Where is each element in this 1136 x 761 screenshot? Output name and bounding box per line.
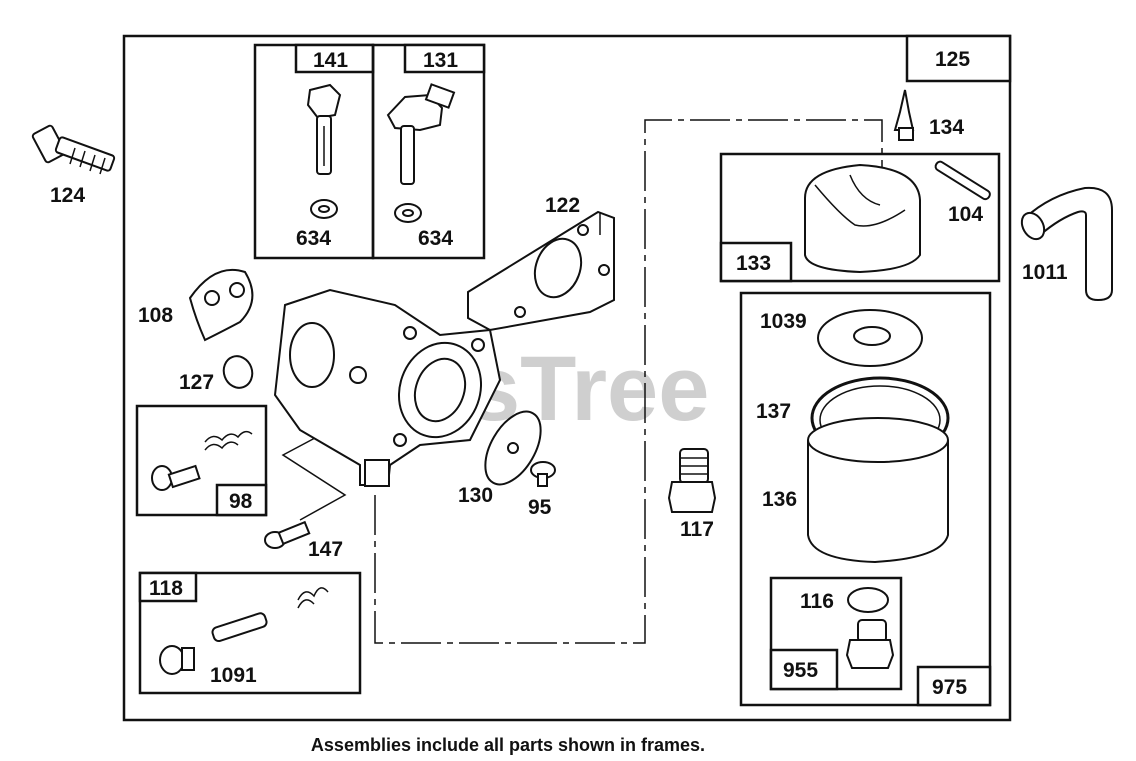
frame-98 [135,404,268,517]
frame-tag-118-box [138,571,198,603]
main-frame [122,34,1012,722]
part-label-117: 117 [680,518,714,541]
frame-tag-133-box [719,241,793,283]
gasket-122-drawing [467,210,615,332]
gasket-1039-drawing [817,309,923,367]
bolt-124-drawing [31,124,116,175]
carburetor-body-drawing [273,288,502,487]
disc-130-drawing [484,410,542,486]
frame-tag-975: 975 [932,676,967,699]
part-label-104: 104 [948,203,983,226]
frame-tag-131: 131 [423,49,458,72]
part-label-134: 134 [929,116,964,139]
frame-tag-125: 125 [935,48,970,71]
screw-98-drawing [151,430,253,491]
plug-127-drawing [222,355,254,389]
part-label-147: 147 [308,538,343,561]
frame-tag-98-box [215,483,268,517]
part-label-634-left: 634 [296,227,331,250]
part-label-1011: 1011 [1022,261,1068,284]
bowl-136-drawing [807,417,949,564]
frame-tag-955: 955 [783,659,818,682]
frame-133 [719,152,1001,283]
plate-108-drawing [188,268,254,342]
part-label-1039: 1039 [760,310,807,333]
frame-tag-118: 118 [149,577,183,600]
part-label-124: 124 [50,184,85,207]
part-label-137: 137 [756,400,791,423]
plate-108-hole-a [204,290,220,306]
washer-116-drawing [847,587,889,613]
part-label-634-right: 634 [418,227,453,250]
frame-tag-125-box [905,34,1012,83]
frame-118 [138,571,362,695]
screw-95-drawing [530,461,556,487]
part-label-108: 108 [138,304,173,327]
plug-955-drawing [845,619,895,669]
leader-line-bowl [374,119,883,644]
part-label-136: 136 [762,488,797,511]
plate-108-hole-b [229,282,245,298]
diagram-caption: Assemblies include all parts shown in fr… [310,735,706,755]
shaft-141-drawing [306,83,342,219]
part-label-122: 122 [545,194,580,217]
frame-tag-131-box [403,43,486,74]
leader-line-147 [281,429,347,521]
hose-1011-drawing [1023,186,1113,302]
frame-tag-133: 133 [736,252,771,275]
part-label-127: 127 [179,371,214,394]
needle-134-drawing [893,89,915,141]
float-133-drawing [804,163,921,274]
part-label-116: 116 [800,590,834,613]
pin-104-drawing [934,160,991,201]
needle-1091-drawing [159,587,329,675]
part-label-130: 130 [458,484,493,507]
frame-tag-975-box [916,665,992,707]
frame-tag-141-box [294,43,375,74]
jet-117-drawing [667,448,717,513]
hose-1011-end [1020,211,1046,241]
shaft-131-drawing [386,83,456,223]
frame-975 [739,291,992,707]
frame-tag-955-box [769,648,839,691]
part-label-1091: 1091 [210,664,257,687]
frame-tag-141: 141 [313,49,348,72]
screw-147-drawing [264,520,311,549]
part-label-95: 95 [528,496,552,519]
frame-tag-98: 98 [229,490,253,513]
